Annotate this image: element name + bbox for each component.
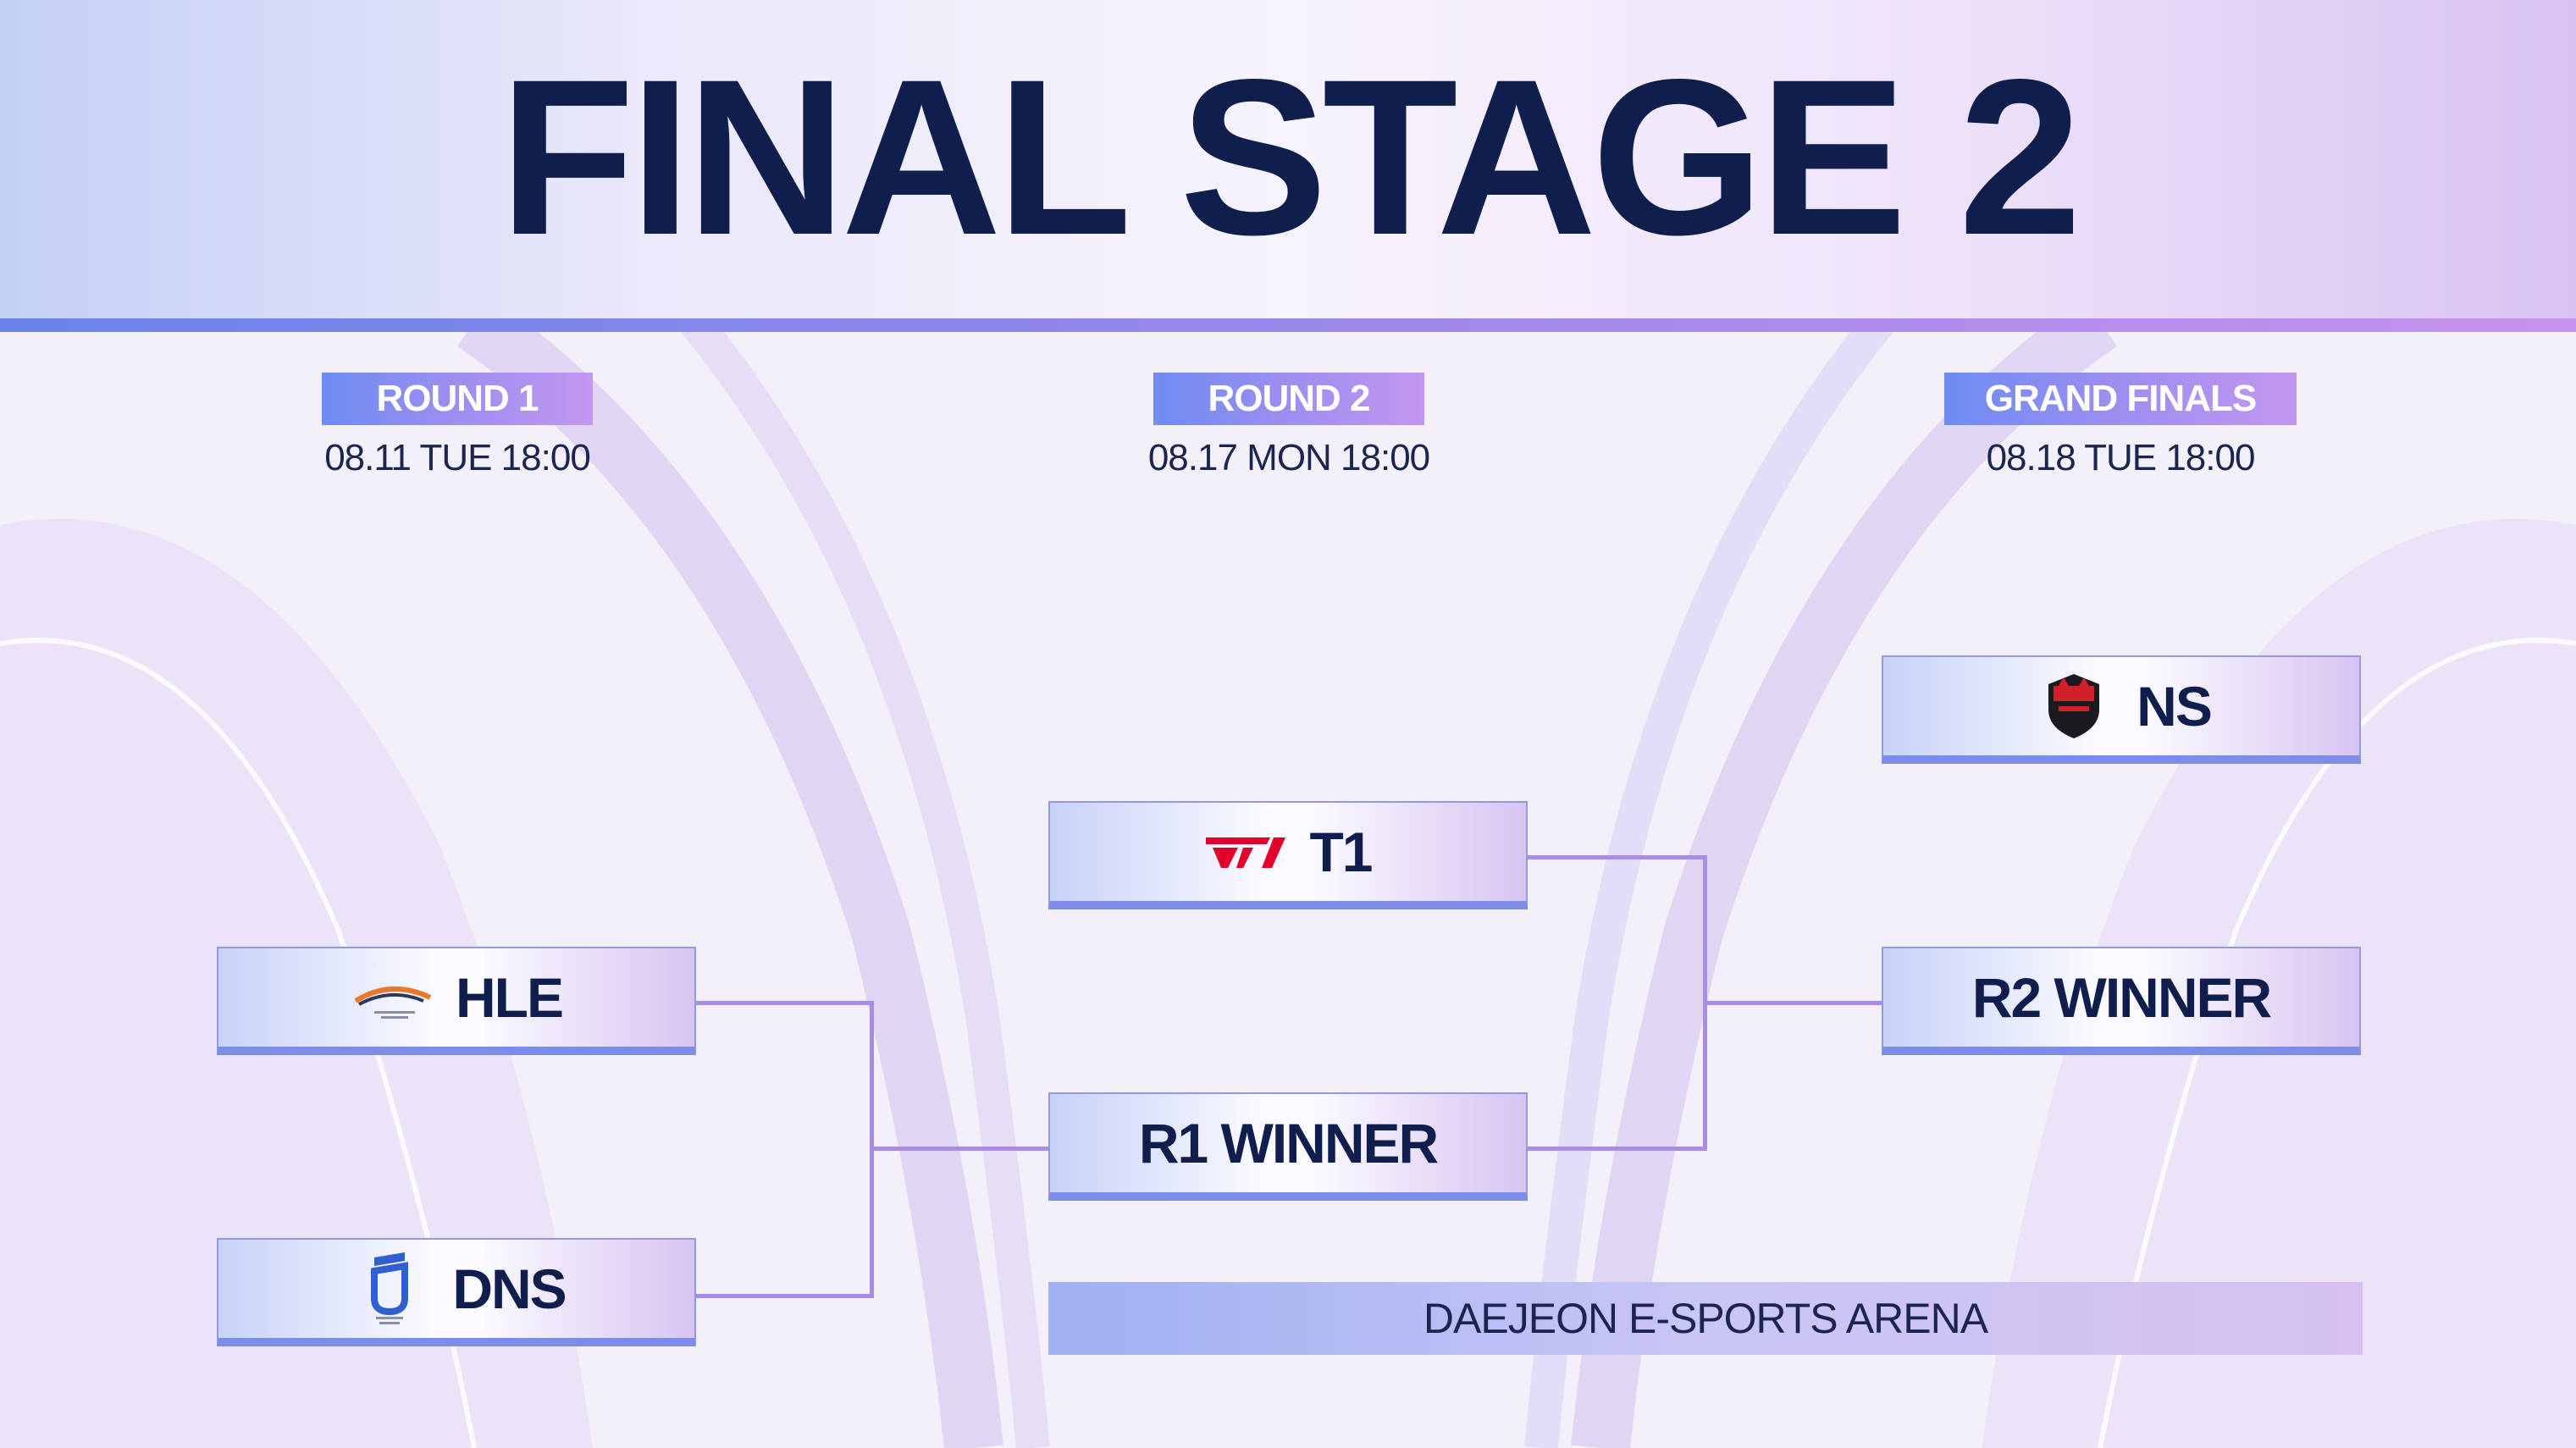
grand-finals-date: 08.18 TUE 18:00 (1986, 437, 2256, 478)
connector-dns (696, 1294, 874, 1298)
team-card-ns[interactable]: NS (1882, 655, 2361, 764)
team-card-dns[interactable]: DNS (217, 1238, 696, 1346)
connector-hle (696, 1001, 874, 1005)
venue-banner: DAEJEON E-SPORTS ARENA (1048, 1282, 2363, 1355)
round-1-tag: ROUND 1 (322, 373, 593, 425)
team-card-hle[interactable]: HLE (217, 947, 696, 1055)
round-2-tag: ROUND 2 (1153, 373, 1424, 425)
team-name-t1: T1 (1309, 821, 1373, 883)
team-name-ns: NS (2137, 675, 2213, 738)
team-card-r2-winner[interactable]: R2 WINNER (1882, 947, 2361, 1055)
connector-r1-winner (1528, 1147, 1707, 1151)
round-2-date: 08.17 MON 18:00 (1147, 437, 1430, 478)
ns-logo-icon (2032, 672, 2116, 740)
header-band (0, 0, 2576, 320)
team-card-r1-winner[interactable]: R1 WINNER (1048, 1092, 1528, 1201)
connector-r2-to-final (1703, 1001, 1882, 1005)
team-name-dns: DNS (452, 1257, 567, 1320)
header-divider (0, 318, 2576, 332)
grand-finals-tag: GRAND FINALS (1944, 373, 2297, 425)
team-name-r2-winner: R2 WINNER (1971, 966, 2272, 1029)
round-1-date: 08.11 TUE 18:00 (324, 437, 591, 478)
t1-logo-icon (1204, 818, 1289, 886)
team-card-t1[interactable]: T1 (1048, 801, 1528, 909)
dns-logo-icon (347, 1252, 432, 1324)
page-title: FINAL STAGE 2 (499, 33, 2082, 281)
connector-r1-to-r2 (870, 1147, 1049, 1151)
team-name-r1-winner: R1 WINNER (1138, 1112, 1439, 1174)
hle-logo-icon (351, 964, 435, 1031)
team-name-hle: HLE (456, 966, 564, 1029)
connector-t1 (1528, 855, 1707, 859)
